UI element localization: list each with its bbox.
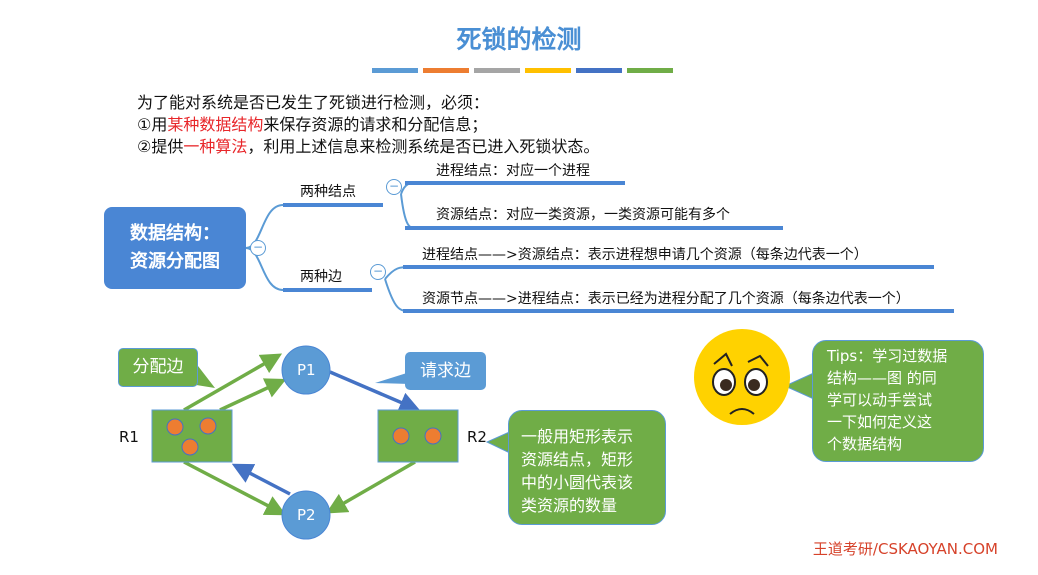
note-line: 资源结点，矩形 [521, 450, 634, 469]
callout-tips: Tips：学习过数据 结构——图 的同 学可以动手尝试 一下如何定义这 个数据结… [812, 340, 984, 462]
assign-edge-r1-p1 [183, 353, 283, 412]
color-bar [576, 68, 622, 73]
color-bar [372, 68, 418, 73]
root-label: 数据结构： [130, 223, 220, 244]
callout-request-edge: 请求边 [405, 352, 486, 390]
collapse-icon[interactable]: − [386, 179, 402, 195]
color-bar [525, 68, 571, 73]
assign-edge-r1-p1 [219, 378, 287, 412]
leaf-process-node: 进程结点：对应一个进程 [436, 163, 590, 179]
collapse-icon[interactable]: − [250, 240, 266, 256]
callout-request-tail [375, 372, 410, 384]
request-edge-p1-r2 [329, 370, 421, 413]
note-line: 类资源的数量 [521, 496, 618, 515]
resource-r2-label: R2 [467, 428, 487, 446]
leaf-assign-edge: 资源节点——>进程结点：表示已经为进程分配了几个资源（每条边代表一个） [422, 291, 910, 307]
tips-line: Tips：学习过数据 [827, 347, 948, 365]
process-p2 [281, 490, 331, 540]
process-p1 [281, 345, 331, 395]
resource-instance [424, 427, 442, 445]
tips-line: 学可以动手尝试 [827, 391, 933, 409]
note-line: 一般用矩形表示 [521, 427, 634, 446]
root-label: 资源分配图 [130, 251, 220, 272]
intro-line-3: ②提供一种算法，利用上述信息来检测系统是否已进入死锁状态。 [137, 133, 599, 157]
resource-instance [199, 417, 217, 435]
leaf-resource-node: 资源结点：对应一类资源，一类资源可能有多个 [436, 207, 730, 223]
process-p1-label: P1 [297, 361, 316, 379]
resource-instance [181, 438, 199, 456]
resource-r1-label: R1 [119, 428, 139, 446]
leaf-request-edge: 进程结点——>资源结点：表示进程想申请几个资源（每条边代表一个） [422, 247, 868, 263]
highlight-text: 一种算法 [183, 137, 248, 156]
text: ①用 [137, 115, 168, 134]
worried-face-icon [694, 329, 790, 425]
text: ②提供 [137, 137, 184, 156]
text: 来保存资源的请求和分配信息； [263, 115, 488, 134]
text: ，利用上述信息来检测系统是否已进入死锁状态。 [247, 137, 600, 156]
process-p2-label: P2 [297, 506, 316, 524]
assign-edge-r1-p2 [183, 460, 287, 516]
color-bar [423, 68, 469, 73]
resource-r2 [377, 409, 459, 463]
resource-instance [392, 427, 410, 445]
note-line: 中的小圆代表该 [521, 473, 634, 492]
callout-note: 一般用矩形表示 资源结点，矩形 中的小圆代表该 类资源的数量 [508, 410, 666, 525]
slide-title: 死锁的检测 [456, 25, 582, 54]
mindmap-root[interactable]: 数据结构： 资源分配图 [104, 207, 246, 289]
resource-instance [166, 418, 184, 436]
intro-line-2: ①用某种数据结构来保存资源的请求和分配信息； [137, 111, 487, 135]
highlight-text: 某种数据结构 [167, 115, 264, 134]
intro-line-1: 为了能对系统是否已发生了死锁进行检测，必须： [137, 93, 490, 112]
callout-allocation-edge: 分配边 [118, 348, 198, 387]
tips-line: 结构——图 的同 [827, 369, 937, 387]
tips-line: 一下如何定义这 [827, 413, 933, 431]
color-bar [627, 68, 673, 73]
collapse-icon[interactable]: − [370, 264, 386, 280]
branch-edges: 两种边 [300, 269, 342, 285]
footer-brand: 王道考研/CSKAOYAN.COM [812, 540, 998, 558]
branch-nodes: 两种结点 [300, 184, 356, 200]
color-bar [474, 68, 520, 73]
request-edge-p2-r1 [231, 463, 291, 496]
assign-edge-r2-p2 [325, 460, 416, 514]
tips-line: 个数据结构 [827, 435, 903, 453]
